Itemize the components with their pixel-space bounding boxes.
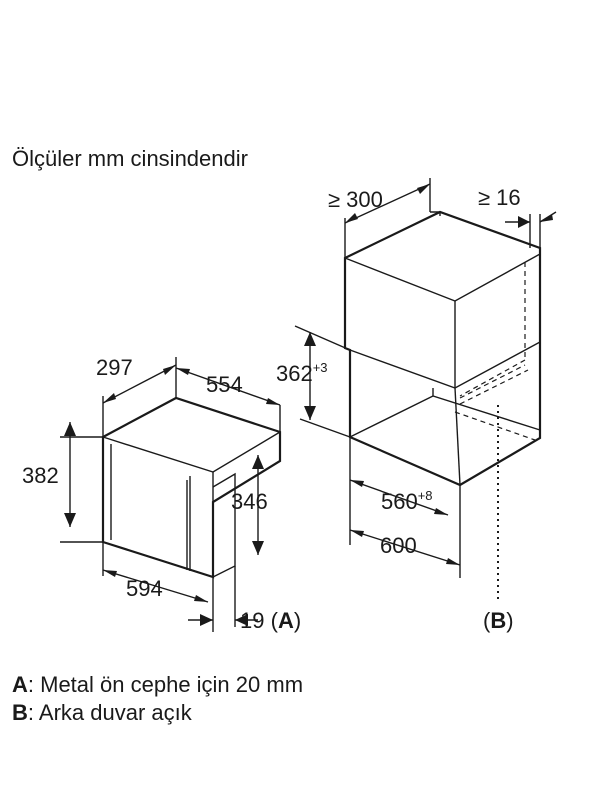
dim-front-thickness: 19 (240, 608, 264, 633)
ref-a: A (278, 608, 294, 633)
dim-niche-width: 600 (380, 533, 417, 558)
dim-depth: 297 (96, 355, 133, 380)
note-a-key: A (12, 672, 28, 697)
dim-front-thickness-label: 19 (A) (240, 608, 301, 633)
dim-inner-width-tol: +8 (418, 488, 433, 503)
dim-niche-height-tol: +3 (313, 360, 328, 375)
ref-b-label: (B) (483, 608, 514, 633)
ref-b-close: ) (506, 608, 513, 633)
ref-b: B (490, 608, 506, 633)
note-b: B: Arka duvar açık (12, 700, 193, 725)
dim-width-bottom: 594 (126, 576, 163, 601)
note-a-text: : Metal ön cephe için 20 mm (28, 672, 303, 697)
dim-min-depth: ≥ 300 (328, 187, 383, 212)
ref-a-close: ) (294, 608, 301, 633)
dim-inner-width: 560 (381, 489, 418, 514)
note-a: A: Metal ön cephe için 20 mm (12, 672, 303, 697)
dim-niche-height: 362 (276, 361, 313, 386)
dim-height: 382 (22, 463, 59, 488)
note-b-key: B (12, 700, 28, 725)
dim-front-height: 346 (231, 489, 268, 514)
ref-a-open: ( (264, 608, 278, 633)
ref-b-open: ( (483, 608, 491, 633)
niche-drawing (294, 178, 557, 600)
dim-min-gap: ≥ 16 (478, 185, 521, 210)
appliance-drawing (60, 357, 282, 632)
dim-width-top: 554 (206, 372, 243, 397)
dim-niche-height-label: 362+3 (276, 360, 328, 386)
dim-inner-width-label: 560+8 (381, 488, 433, 514)
units-heading: Ölçüler mm cinsindendir (12, 146, 248, 171)
note-b-text: : Arka duvar açık (28, 700, 193, 725)
